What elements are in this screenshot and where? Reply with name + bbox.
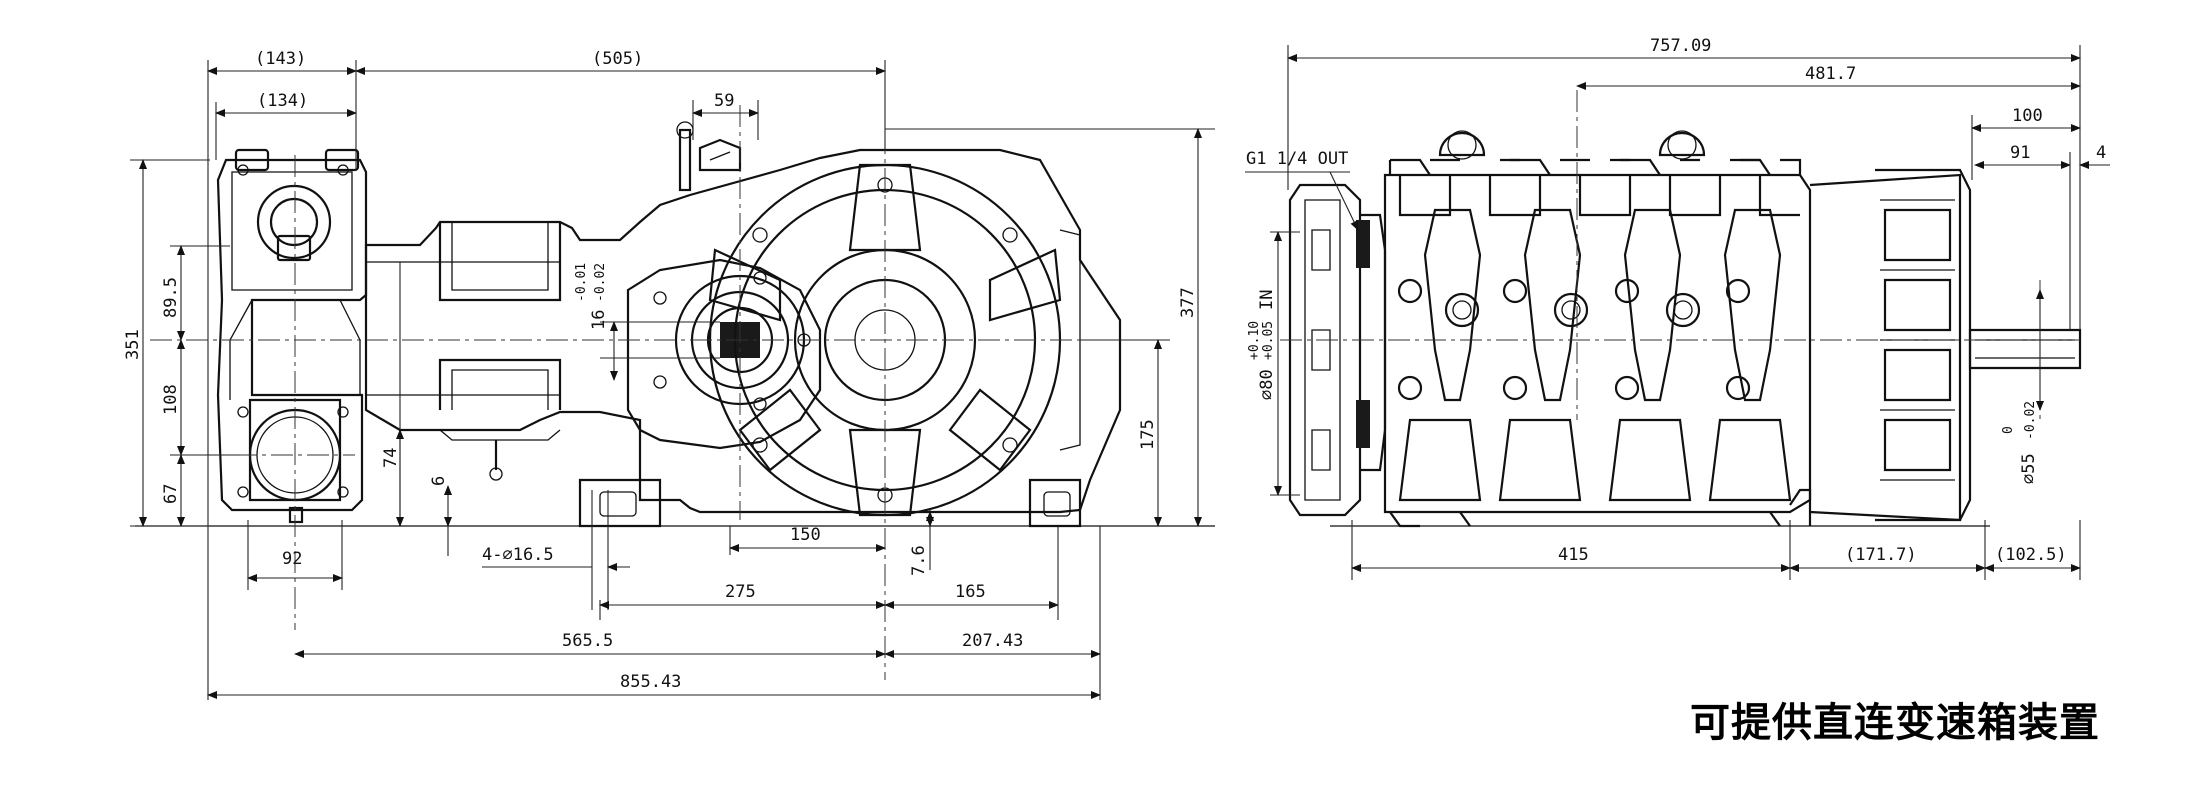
dim-757-09: 757.09 [1650,36,1711,56]
shaft-dia-55: ∅55 [2019,453,2039,484]
inlet-lower-tol: +0.05 [1261,321,1276,360]
side-view: 757.09 481.7 100 91 4 G1 1/4 OUT ∅80 +0.… [1245,36,2110,580]
dim-505: (505) [592,49,643,69]
front-dimensions: (143) (505) (134) 59 351 89.5 108 [123,49,1215,700]
dim-415: 415 [1558,545,1589,565]
front-view: (143) (505) (134) 59 351 89.5 108 [123,49,1215,700]
shaft-lower-tol: -0.02 [593,263,608,302]
dim-74: 74 [381,448,401,468]
dim-91: 91 [2010,143,2030,163]
side-dimensions: 757.09 481.7 100 91 4 G1 1/4 OUT ∅80 +0.… [1245,36,2110,580]
dim-59: 59 [714,91,734,111]
dim-275: 275 [725,582,756,602]
shaft-upper-tol-55: 0 [2001,426,2016,434]
inlet-suffix: IN [1257,290,1277,310]
dim-565-5: 565.5 [562,631,613,651]
dim-207-43: 207.43 [962,631,1023,651]
dim-377: 377 [1178,287,1198,318]
dim-92: 92 [282,549,302,569]
inlet-dia: ∅80 [1257,369,1277,400]
inlet-port [1288,183,1387,517]
manifold-block [1383,130,1812,528]
dim-6: 6 [429,476,449,486]
dim-351: 351 [123,329,143,360]
shaft-nominal-16: 16 [589,310,609,330]
dim-481-7: 481.7 [1805,64,1856,84]
dim-171-7: (171.7) [1845,545,1917,565]
dim-165: 165 [955,582,986,602]
dim-134: (134) [257,91,308,111]
dim-855-43: 855.43 [620,672,681,692]
pump-head-block [216,148,368,524]
dim-7-6: 7.6 [909,545,929,576]
shaft-upper-tol: -0.01 [574,263,589,302]
dim-100: 100 [2012,106,2043,126]
inlet-upper-tol: +0.10 [1247,321,1262,360]
dim-143: (143) [255,49,306,69]
dim-89-5: 89.5 [161,277,181,318]
dim-4: 4 [2096,143,2106,163]
shaft-lower-tol-55: -0.02 [2023,401,2038,440]
dim-175: 175 [1138,419,1158,450]
gear-flange [1809,168,2082,522]
dim-4-holes: 4-∅16.5 [482,545,554,565]
dim-108: 108 [161,384,181,415]
dim-102-5: (102.5) [1995,545,2067,565]
outlet-label: G1 1/4 OUT [1246,149,1348,169]
dim-67: 67 [161,484,181,504]
caption-text: 可提供直连变速箱装置 [1690,700,2100,746]
dim-150: 150 [790,525,821,545]
